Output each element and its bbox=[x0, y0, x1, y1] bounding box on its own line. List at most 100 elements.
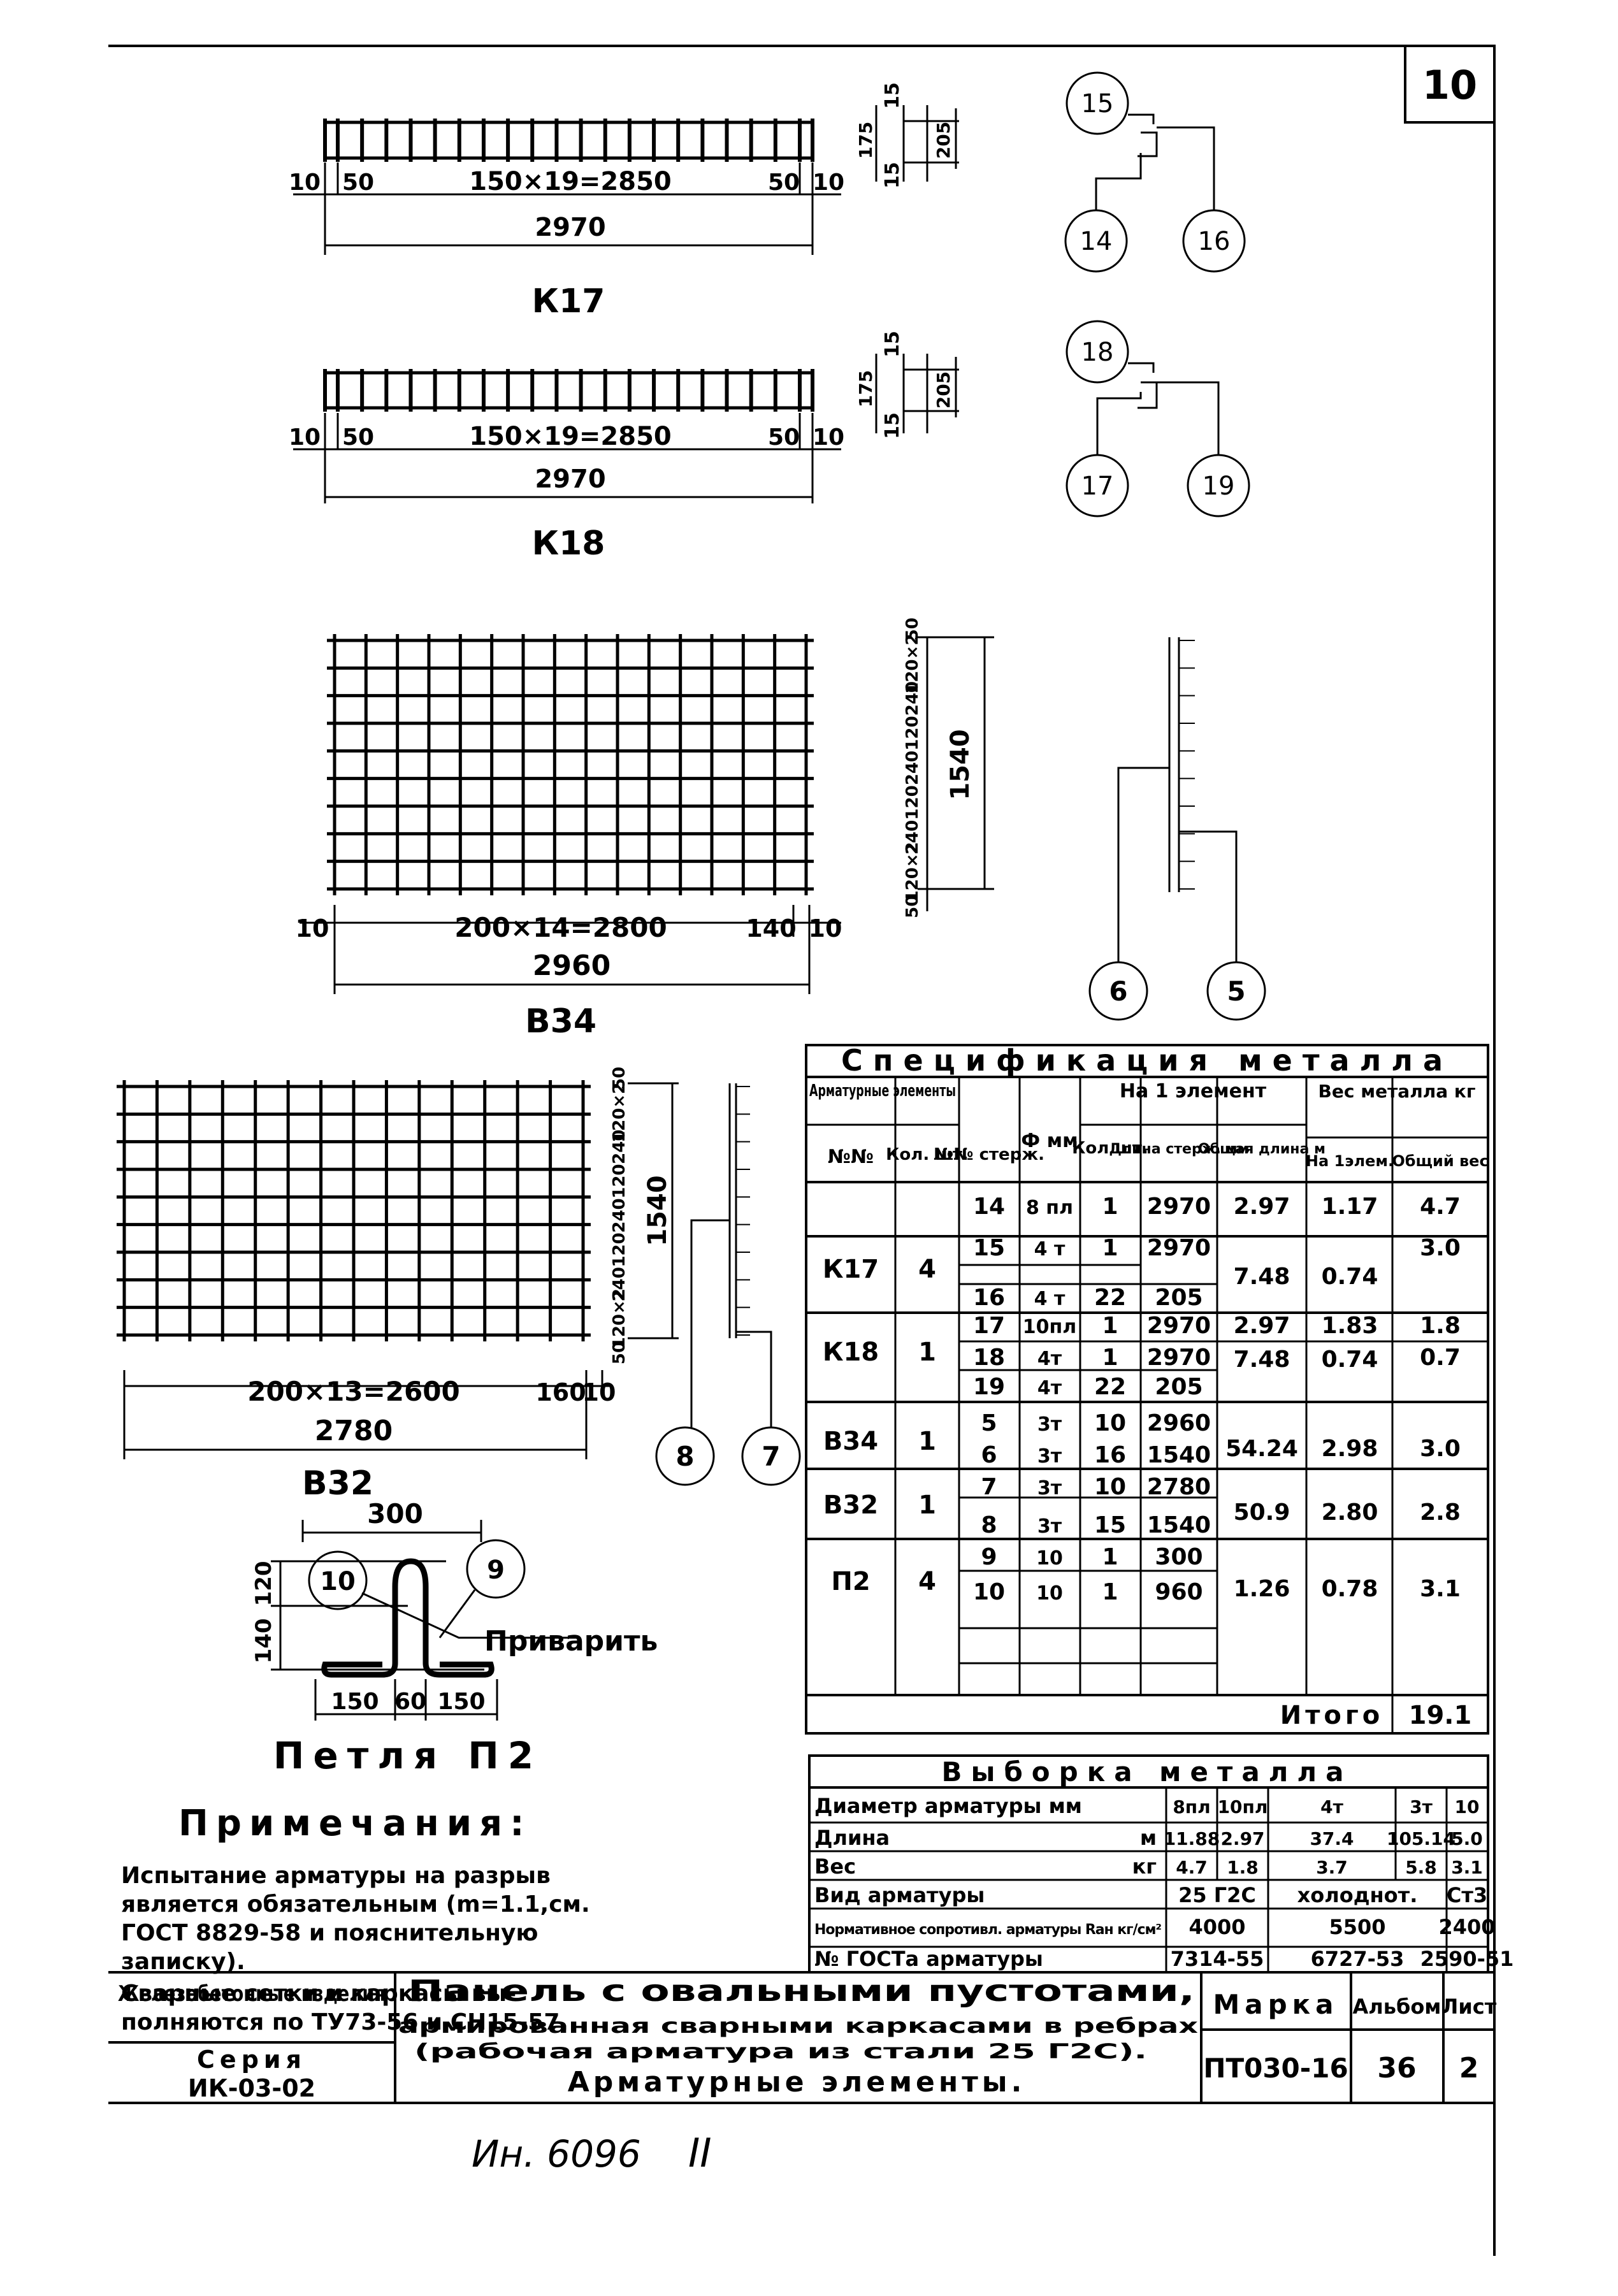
k17-sec-top: 15 bbox=[881, 82, 904, 109]
spec-cell-count: 1 bbox=[1102, 1579, 1118, 1605]
spec-cell-diam: 3т bbox=[1037, 1413, 1062, 1436]
b34-total: 2960 bbox=[533, 949, 610, 982]
k18-sec-top: 15 bbox=[881, 331, 904, 357]
mesh-vertical-dim: 120×2 bbox=[903, 634, 922, 694]
k18-dim-right-1: 50 bbox=[768, 424, 800, 451]
tb-sheet-label: Лист bbox=[1441, 1995, 1497, 2019]
tb-title-line1: Панель с овальными пустотами, bbox=[408, 1974, 1195, 2008]
tb-title-line4: Арматурные элементы. bbox=[568, 2066, 1026, 2098]
inventory-suffix: II bbox=[688, 2130, 712, 2176]
tb-mark: ПТ030-16 bbox=[1203, 2053, 1348, 2084]
selection-cell: 4т bbox=[1320, 1796, 1343, 1817]
spec-cell-diam: 4т bbox=[1037, 1377, 1062, 1399]
title-block: Железобетонные изделия Серия ИК-03-02 Па… bbox=[108, 1971, 1497, 2104]
mesh-vertical-dim: 120 bbox=[903, 785, 922, 819]
spec-cell-count: 1 bbox=[1102, 1235, 1118, 1261]
notes: Примечания: Испытание арматуры на разрыв… bbox=[121, 1803, 590, 2035]
k18-sec-175: 175 bbox=[855, 370, 876, 407]
tb-title-line2: армированная сварными каркасами в ребрах bbox=[398, 2014, 1199, 2038]
spec-cell-rod: 17 bbox=[973, 1313, 1005, 1339]
spec-h-weight: Вес металла кг bbox=[1318, 1081, 1476, 1102]
k18-drawing: 10 50 150×19=2850 50 10 2970 К18 175 15 … bbox=[289, 320, 1250, 563]
notes-line-1: Испытание арматуры на разрыв bbox=[121, 1863, 551, 1889]
spec-cell-total-len: 2.97 bbox=[1234, 1313, 1290, 1339]
selection-cell: 3т bbox=[1410, 1796, 1433, 1817]
spec-cell-rod: 10 bbox=[973, 1579, 1005, 1605]
loop-weld-label: Приварить bbox=[484, 1625, 658, 1657]
spec-h-weight-per: На 1элем. bbox=[1306, 1152, 1394, 1170]
tb-title-line3: (рабочая арматура из стали 25 Г2С). bbox=[414, 2039, 1147, 2063]
k18-name: К18 bbox=[532, 524, 605, 563]
loop-title: Петля П2 bbox=[273, 1734, 542, 1777]
b32-dim-middle: 200×13=2600 bbox=[247, 1376, 459, 1407]
spec-cell-count: 10 bbox=[1094, 1474, 1126, 1500]
b32-callout-7: 7 bbox=[762, 1441, 780, 1472]
spec-cell-diam: 8 пл bbox=[1026, 1197, 1073, 1219]
k17-sec-205: 205 bbox=[933, 122, 954, 159]
b32-callout-8: 8 bbox=[675, 1441, 694, 1472]
selection-cell: 8пл bbox=[1173, 1796, 1210, 1817]
spec-total-value: 19.1 bbox=[1409, 1701, 1472, 1730]
tb-series: ИК-03-02 bbox=[188, 2074, 315, 2102]
loop-width: 300 bbox=[367, 1498, 423, 1529]
spec-h-count: Кол шт. bbox=[1072, 1139, 1148, 1158]
spec-cell-len: 205 bbox=[1155, 1374, 1203, 1400]
loop-dim-150-a: 150 bbox=[331, 1689, 379, 1715]
spec-h-rod-no: №№ стерж. bbox=[934, 1145, 1044, 1164]
selection-cell: 5.0 bbox=[1451, 1828, 1483, 1849]
spec-cell-len: 205 bbox=[1155, 1285, 1203, 1311]
selection-cell: 25 Г2С bbox=[1178, 1883, 1256, 1907]
k18-dim-right-2: 10 bbox=[813, 424, 844, 451]
spec-weight-total: 3.1 bbox=[1420, 1576, 1461, 1602]
spec-cell-weight-total: 3.0 bbox=[1420, 1235, 1461, 1261]
selection-row-label: Длина bbox=[814, 1826, 890, 1850]
spec-weight-per: 2.80 bbox=[1322, 1499, 1378, 1526]
selection-cell: 5.8 bbox=[1405, 1857, 1437, 1878]
spec-cell-count: 1 bbox=[1102, 1345, 1118, 1371]
spec-cell-count: 15 bbox=[1094, 1512, 1126, 1538]
mesh-vertical-dim: 120×2 bbox=[903, 842, 922, 902]
mesh-vertical-dim: 50 bbox=[610, 1341, 629, 1364]
tb-sheet: 2 bbox=[1459, 2052, 1479, 2084]
selection-cell: 3.7 bbox=[1316, 1857, 1348, 1878]
mesh-vertical-dim: 120×2 bbox=[610, 1289, 629, 1348]
selection-cell: 11.88 bbox=[1164, 1828, 1220, 1849]
selection-cell: 37.4 bbox=[1310, 1828, 1354, 1849]
spec-h-per-element: На 1 элемент bbox=[1120, 1080, 1267, 1102]
selection-cell: 3.1 bbox=[1451, 1857, 1483, 1878]
spec-total-len: 7.48 bbox=[1234, 1347, 1290, 1373]
spec-cell-total-len: 2.97 bbox=[1234, 1194, 1290, 1220]
spec-cell-rod: 8 bbox=[981, 1512, 997, 1538]
k17-sec-bottom: 15 bbox=[881, 162, 904, 189]
selection-cell: 1.8 bbox=[1227, 1857, 1259, 1878]
b34-drawing: 10 200×14=2800 140 10 2960 В34 50120×224… bbox=[296, 617, 1266, 1041]
spec-cell-rod: 7 bbox=[981, 1474, 997, 1500]
spec-qty: 1 bbox=[918, 1427, 936, 1456]
notes-line-3: ГОСТ 8829-58 и пояснительную bbox=[121, 1920, 538, 1946]
loop-dim-150-b: 150 bbox=[437, 1689, 485, 1715]
b32-drawing: 200×13=2600 160 10 2780 В32 50120×224012… bbox=[117, 1067, 801, 1503]
notes-line-6: полняются по ТУ73-56 и СН15-57. bbox=[121, 2009, 568, 2035]
k18-dim-left-1: 10 bbox=[289, 424, 321, 451]
notes-line-2: является обязательным (m=1.1,см. bbox=[121, 1891, 590, 1917]
selection-cell: Ст3 bbox=[1447, 1883, 1487, 1907]
selection-row-unit: кг bbox=[1132, 1854, 1157, 1879]
spec-cell-rod: 5 bbox=[981, 1410, 997, 1436]
k17-name: К17 bbox=[532, 282, 605, 321]
spec-mark: П2 bbox=[831, 1567, 870, 1596]
spec-cell-diam: 3т bbox=[1037, 1445, 1062, 1468]
selection-cell: 4000 bbox=[1188, 1915, 1245, 1939]
spec-qty: 4 bbox=[918, 1255, 936, 1284]
b34-dim-middle: 200×14=2800 bbox=[454, 912, 667, 943]
k17-dim-right-2: 10 bbox=[813, 170, 844, 196]
selection-cell: 4.7 bbox=[1176, 1857, 1208, 1878]
selection-row-label: Нормативное сопротивл. арматуры Rан кг/с… bbox=[814, 1922, 1162, 1938]
spec-cell-diam: 3т bbox=[1037, 1515, 1062, 1538]
k18-sec-205: 205 bbox=[933, 372, 954, 408]
spec-cell-rod: 18 bbox=[973, 1345, 1005, 1371]
mesh-vertical-dim: 50 bbox=[903, 895, 922, 918]
spec-cell-len: 2970 bbox=[1147, 1313, 1211, 1339]
spec-weight-per: 0.78 bbox=[1322, 1576, 1378, 1602]
spec-mark: К18 bbox=[823, 1338, 879, 1367]
